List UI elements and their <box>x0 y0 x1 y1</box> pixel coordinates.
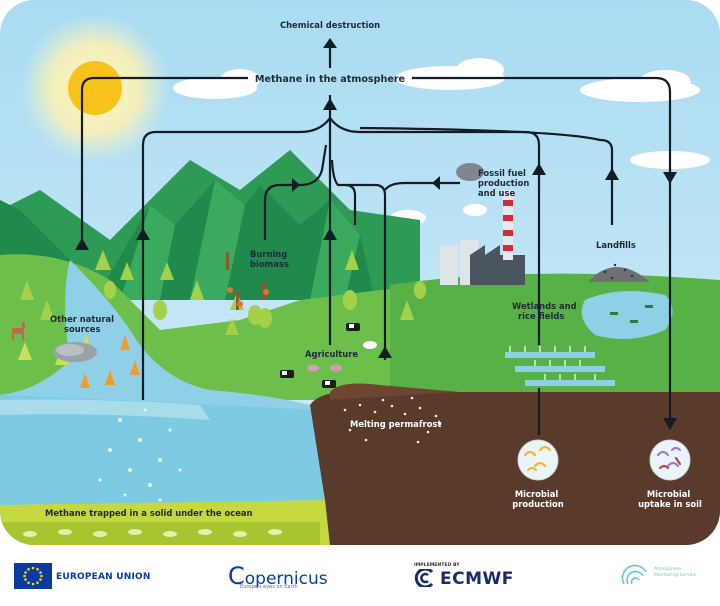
cams-label: Atmosphere Monitoring Service <box>654 567 714 579</box>
label-microbial-uptake: Microbial uptake in soil <box>638 489 702 509</box>
label-burning-biomass: Burning biomass <box>250 249 290 269</box>
cow-icon <box>280 323 377 388</box>
ecmwf-label: ECMWF <box>440 569 514 589</box>
permafrost-dots <box>343 396 442 444</box>
label-chemical-destruction: Chemical destruction <box>280 20 380 30</box>
copernicus-tagline: Europe's eyes on Earth <box>240 584 298 590</box>
ocean <box>0 395 330 510</box>
methane-hydrate <box>23 529 282 537</box>
label-fossil-fuel: Fossil fuel production and use <box>478 168 532 198</box>
copernicus-word: opernicus <box>244 569 328 589</box>
implemented-by-label: IMPLEMENTED BY <box>414 563 460 568</box>
microbe-icon <box>517 439 691 481</box>
label-melting-permafrost: Melting permafrost <box>350 419 441 429</box>
eu-label: EUROPEAN UNION <box>56 572 151 582</box>
copernicus-logo: Copernicus <box>228 562 328 590</box>
cams-line-2: Monitoring Service <box>654 573 697 578</box>
landfill-icon <box>588 263 650 282</box>
eu-flag-icon <box>14 563 52 589</box>
label-methane-atmosphere: Methane in the atmosphere <box>255 74 406 85</box>
wetland-pond <box>581 291 673 339</box>
flow-arrows <box>75 38 677 435</box>
rice-fields <box>505 346 615 386</box>
sun-icon <box>68 61 122 115</box>
ecmwf-logo-icon <box>414 569 434 587</box>
label-landfills: Landfills <box>596 240 636 250</box>
methane-bubbles <box>98 408 182 502</box>
label-agriculture: Agriculture <box>305 349 358 359</box>
factory-icon <box>440 163 525 285</box>
cams-line-1: Atmosphere <box>654 567 682 572</box>
cams-logo-icon <box>621 564 647 585</box>
deer-icon <box>12 322 25 340</box>
label-wetlands: Wetlands and rice fields <box>512 301 580 321</box>
copernicus-c: C <box>228 562 245 590</box>
label-methane-trapped: Methane trapped in a solid under the oce… <box>45 508 253 518</box>
tree-icon <box>20 250 426 335</box>
label-other-natural-sources: Other natural sources <box>50 314 117 334</box>
label-microbial-production: Microbial production <box>512 489 563 509</box>
soil <box>310 391 720 545</box>
